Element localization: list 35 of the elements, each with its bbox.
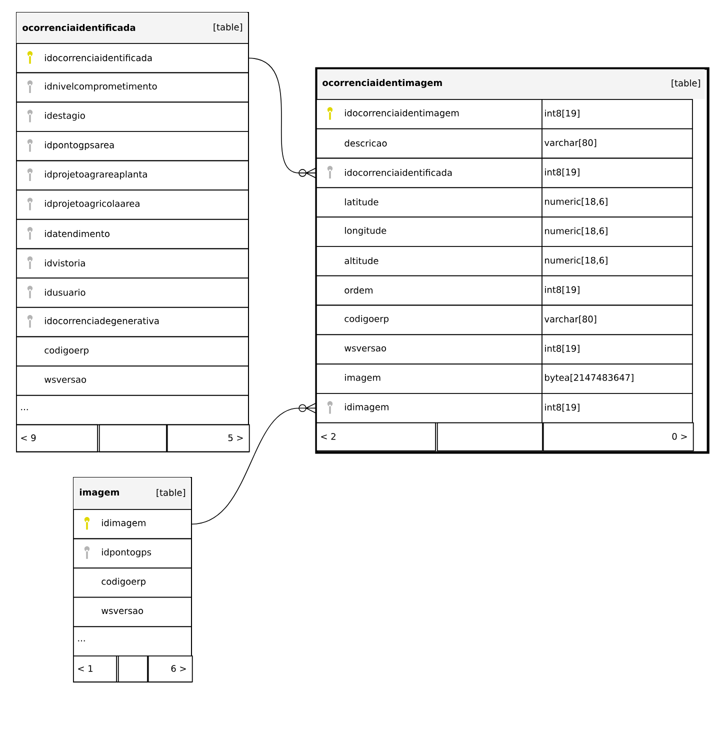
table-row: wsversao int8[19] (316, 334, 693, 364)
footer-cell: 6 > (148, 656, 193, 682)
table-row: wsversao (16, 366, 249, 396)
table-row: latitude numeric[18,6] (316, 186, 693, 218)
footer-cell (118, 656, 148, 682)
table-row: idusuario (16, 278, 249, 308)
footer-cell: < 9 (16, 424, 98, 452)
table-row: wsversao (73, 596, 192, 628)
footer-cell: 5 > (166, 424, 250, 452)
table-row: altitude numeric[18,6] (316, 246, 693, 276)
table-row: idocorrenciadegenerativa (16, 307, 249, 338)
table-row: idpontogps (73, 538, 192, 568)
footer-cell: 0 > (542, 422, 694, 452)
table-row: idestagio (16, 102, 249, 132)
table-row: ordem int8[19] (316, 274, 693, 306)
table-row: idimagem (73, 509, 192, 540)
footer-cell: < 2 (316, 422, 436, 452)
table-row: idprojetoagricolaarea (16, 190, 249, 220)
table-row: idpontogpsarea (16, 131, 249, 162)
table-row: codigoerp (16, 336, 249, 366)
table-row: idocorrenciaidentificada (16, 43, 249, 74)
footer-cell (98, 424, 167, 452)
footer-cell: < 1 (73, 656, 117, 682)
table-row: codigoerp (73, 568, 192, 598)
table-row: descricao varchar[80] (316, 128, 693, 159)
table-row: imagem bytea[2147483647] (316, 363, 693, 394)
table-row: codigoerp varchar[80] (316, 304, 693, 336)
table-row: idnivelcomprometimento (16, 72, 249, 102)
table-row: idocorrenciaidentimagem int8[19] (316, 98, 693, 130)
table-row: longitude numeric[18,6] (316, 216, 693, 247)
table-row: idocorrenciaidentificada int8[19] (316, 157, 693, 188)
table-row: idatendimento (16, 219, 249, 250)
table-row: idprojetoagrareaplanta (16, 160, 249, 190)
table-row: idvistoria (16, 248, 249, 278)
footer-cell (436, 422, 543, 452)
